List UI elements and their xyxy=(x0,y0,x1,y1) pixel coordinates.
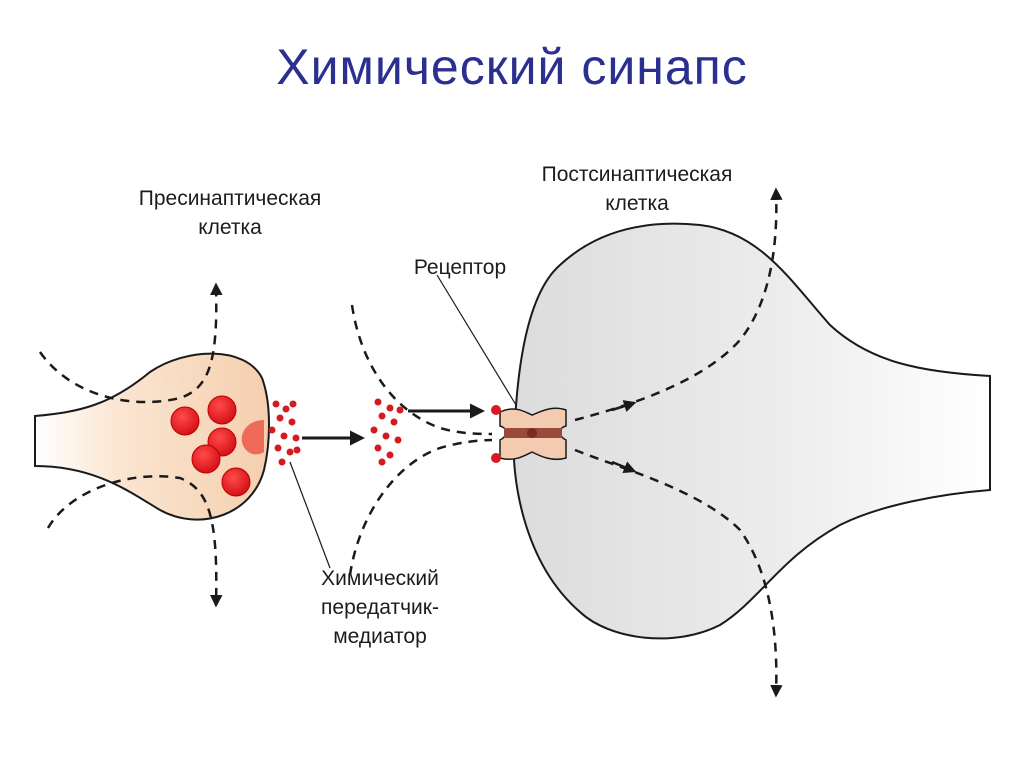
receptor-leader-line xyxy=(436,274,517,406)
presynaptic-cell xyxy=(34,352,270,521)
field-line xyxy=(38,282,223,404)
slide-title: Химический синапс xyxy=(276,39,748,95)
field-line xyxy=(348,438,493,576)
synaptic-vesicles xyxy=(170,395,251,497)
field-line xyxy=(350,304,493,436)
vesicle xyxy=(191,444,221,474)
field-line xyxy=(46,475,223,608)
postsynaptic-cell-label: Постсинаптическая клетка xyxy=(541,163,733,215)
mediator-label: Химический передатчик- медиатор xyxy=(321,567,439,648)
presynaptic-cell-label: Пресинаптическая клетка xyxy=(138,187,322,239)
postsynaptic-cell xyxy=(512,222,991,640)
receptor-label: Рецептор xyxy=(413,256,507,279)
vesicle xyxy=(221,467,251,497)
flow-arrow xyxy=(611,460,637,473)
mediator-cluster-1 xyxy=(268,400,301,466)
receptor-icon xyxy=(499,407,567,461)
vesicle xyxy=(207,395,237,425)
fusing-vesicle xyxy=(241,420,264,455)
vesicle xyxy=(170,406,200,436)
mediator-bound xyxy=(491,405,501,463)
mediator-leader-line xyxy=(289,461,331,569)
flow-arrow xyxy=(611,400,637,412)
mediator-cluster-2 xyxy=(370,398,404,466)
